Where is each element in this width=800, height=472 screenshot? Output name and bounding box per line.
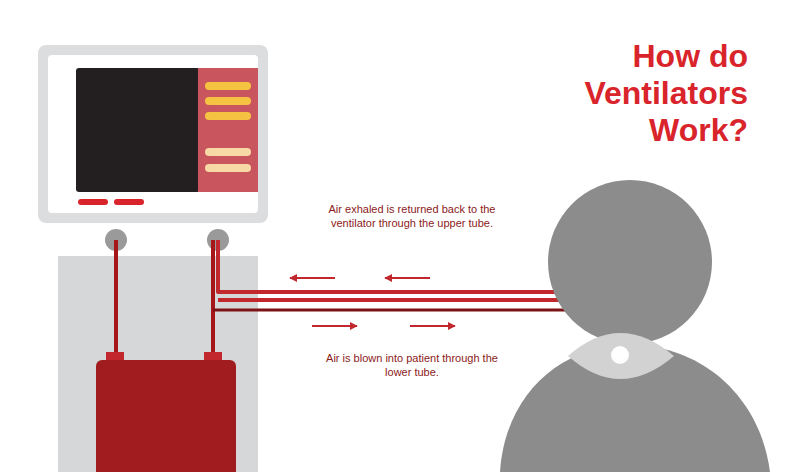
note-label: Air exhaled is returned back to the vent… <box>318 202 506 230</box>
monitor-panel <box>198 68 258 192</box>
patient-head <box>548 180 712 344</box>
monitor-button <box>114 199 144 205</box>
monitor-bezel <box>48 55 258 213</box>
title: How do Ventilators Work? <box>566 38 748 149</box>
panel-bars <box>205 82 251 172</box>
mask <box>568 333 674 379</box>
tubes <box>116 240 620 362</box>
monitor-frame <box>38 45 268 223</box>
note-label: Air is blown into patient through the lo… <box>322 351 502 379</box>
flow-arrows <box>290 278 455 326</box>
mask-port <box>611 346 629 364</box>
air-bag <box>96 360 236 472</box>
monitor-button <box>78 199 108 205</box>
monitor-screen <box>76 68 200 192</box>
